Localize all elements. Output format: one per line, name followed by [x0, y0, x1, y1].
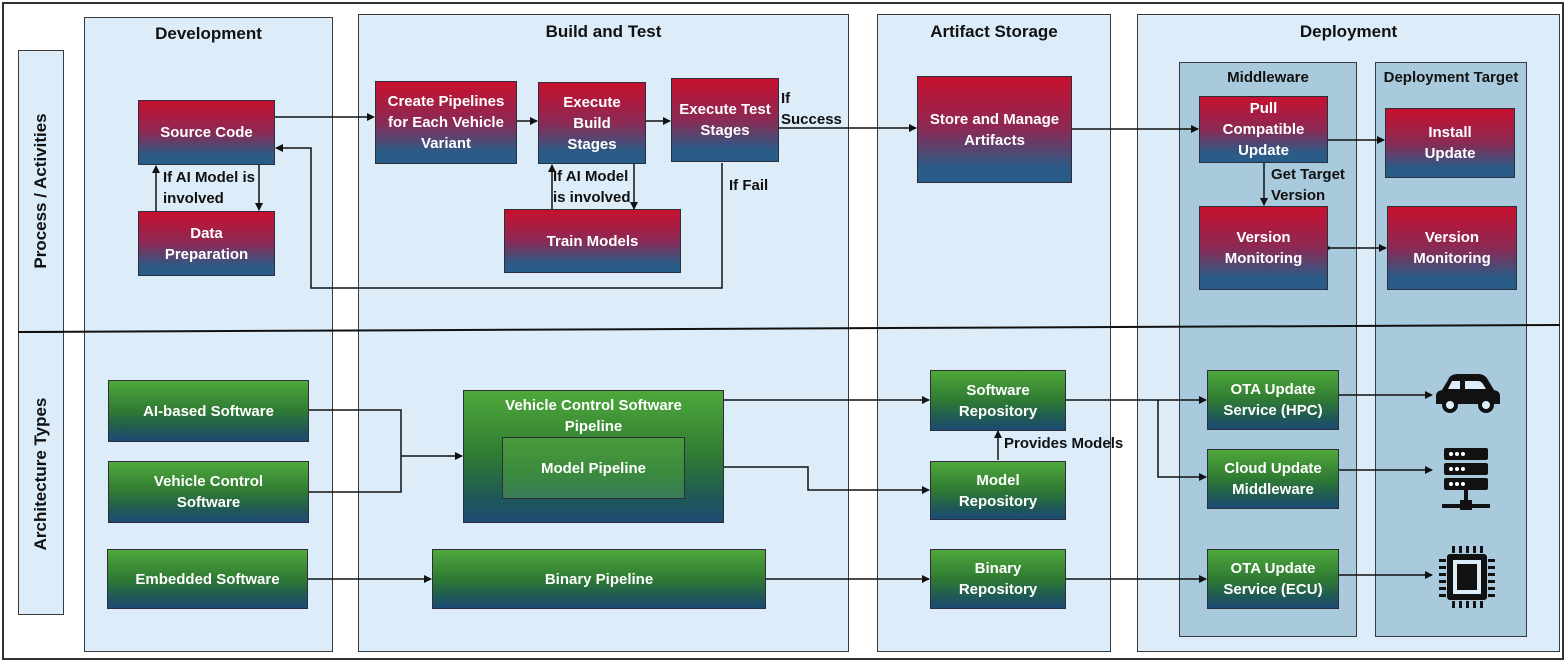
pull-update-box: Pull Compatible Update — [1199, 96, 1328, 163]
ai-software-box: AI-based Software — [108, 380, 309, 442]
sublane-deployment-target-title: Deployment Target — [1383, 69, 1519, 86]
install-update-box: Install Update — [1385, 108, 1515, 178]
model-repository-box: Model Repository — [930, 461, 1066, 520]
source-code-box: Source Code — [138, 100, 275, 165]
binary-repository-box: Binary Repository — [930, 549, 1066, 609]
model-pipeline-box: Model Pipeline — [502, 437, 685, 499]
embedded-software-box: Embedded Software — [107, 549, 308, 609]
arrow-swrepo-to-cloud — [1157, 400, 1207, 481]
train-models-box: Train Models — [504, 209, 681, 273]
store-artifacts-box: Store and Manage Artifacts — [917, 76, 1072, 183]
binary-pipeline-box: Binary Pipeline — [432, 549, 766, 609]
row-label-architecture: Architecture Types — [18, 332, 64, 615]
lane-build-test-title: Build and Test — [545, 22, 662, 41]
execute-build-box: Execute Build Stages — [538, 82, 646, 164]
lane-development-title: Development — [155, 24, 262, 43]
vehicle-control-software-box: Vehicle Control Software — [108, 461, 309, 523]
lane-deployment-title: Deployment — [1299, 22, 1398, 41]
row-divider — [17, 324, 1561, 333]
label-ai-model-dev: If AI Model is involved — [163, 169, 255, 207]
server-icon — [1442, 448, 1490, 510]
vehicle-control-pipeline-title: Vehicle Control Software Pipeline — [505, 397, 682, 435]
ota-ecu-box: OTA Update Service (ECU) — [1207, 549, 1339, 609]
chip-icon — [1439, 546, 1495, 608]
line-ai-to-merge — [309, 409, 402, 493]
label-if-success: If Success — [781, 90, 842, 128]
execute-test-box: Execute Test Stages — [671, 78, 779, 162]
cloud-middleware-box: Cloud Update Middleware — [1207, 449, 1339, 509]
create-pipelines-box: Create Pipelines for Each Vehicle Varian… — [375, 81, 517, 164]
version-monitoring-mw-box: Version Monitoring — [1199, 206, 1328, 290]
ota-hpc-box: OTA Update Service (HPC) — [1207, 370, 1339, 430]
data-preparation-box: Data Preparation — [138, 211, 275, 276]
arrow-modelpipe-to-modelrepo — [684, 466, 930, 494]
arrow-fail-loop — [275, 144, 723, 289]
car-icon — [1436, 374, 1500, 413]
software-repository-box: Software Repository — [930, 370, 1066, 431]
label-get-target-version: Get Target Version — [1271, 166, 1345, 204]
label-ai-model-build: If AI Model is involved — [553, 168, 631, 206]
version-monitoring-target-box: Version Monitoring — [1387, 206, 1517, 290]
sublane-middleware-title: Middleware — [1227, 69, 1309, 86]
label-provides-models: Provides Models — [1004, 435, 1124, 452]
lane-artifact-storage-title: Artifact Storage — [930, 22, 1058, 41]
label-if-fail: If Fail — [729, 177, 769, 194]
